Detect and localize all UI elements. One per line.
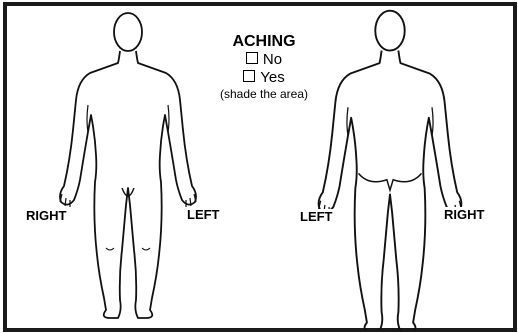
aching-legend: ACHING No Yes (shade the area) (208, 33, 320, 102)
option-yes[interactable]: Yes (208, 69, 320, 87)
legend-title: ACHING (208, 33, 320, 51)
checkbox-yes[interactable] (243, 70, 255, 82)
option-no[interactable]: No (208, 51, 320, 69)
front-right-label: RIGHT (25, 208, 67, 223)
front-left-label: LEFT (186, 207, 221, 222)
back-body-figure (319, 11, 462, 330)
back-left-label: LEFT (299, 209, 334, 224)
option-no-label: No (263, 51, 282, 68)
checkbox-no[interactable] (246, 52, 258, 64)
legend-instruction: (shade the area) (208, 87, 320, 102)
option-yes-label: Yes (260, 69, 284, 86)
front-body-figure (60, 13, 196, 318)
back-right-label: RIGHT (443, 207, 485, 222)
